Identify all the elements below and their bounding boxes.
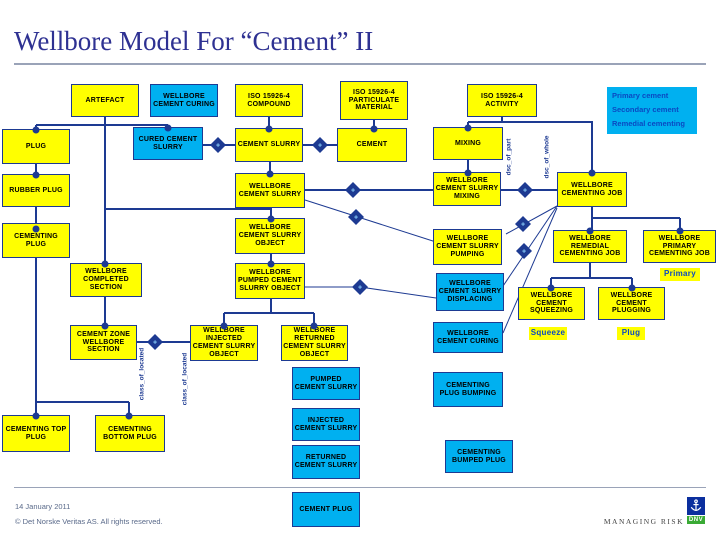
title-divider	[14, 63, 706, 65]
node-cementing-plug-bumping: CEMENTING PLUG BUMPING	[433, 372, 503, 407]
svg-text:+: +	[358, 285, 362, 292]
node-wellbore-cement-slurry-object: WELLBORE CEMENT SLURRY OBJECT	[235, 218, 305, 254]
node-cementing-bottom-plug: CEMENTING BOTTOM PLUG	[95, 415, 165, 452]
svg-text:+: +	[523, 188, 527, 195]
node-wellbore-cement-squeezing: WELLBORE CEMENT SQUEEZING	[518, 287, 585, 320]
node-wellbore-cement-plugging: WELLBORE CEMENT PLUGGING	[598, 287, 665, 320]
relationship-diamond-icon: +	[352, 279, 368, 295]
copyright-text: © Det Norske Veritas AS. All rights rese…	[15, 517, 163, 526]
node-iso-particulate-material: ISO 15926-4 PARTICULATE MATERIAL	[340, 81, 408, 120]
svg-text:+: +	[351, 188, 355, 195]
tag-plug: Plug	[617, 327, 645, 340]
node-cementing-top-plug: CEMENTING TOP PLUG	[2, 415, 70, 452]
managing-risk-label: MANAGING RISK	[603, 517, 684, 526]
node-wellbore-cement-slurry: WELLBORE CEMENT SLURRY	[235, 173, 305, 208]
node-wellbore-remedial-cementing-job: WELLBORE REMEDIAL CEMENTING JOB	[553, 230, 627, 263]
relationship-diamond-icon: +	[516, 243, 532, 259]
legend-item: Primary cement	[612, 91, 669, 100]
anchor-icon	[687, 497, 705, 515]
node-iso-compound: ISO 15926-4 COMPOUND	[235, 84, 303, 117]
node-cement-plug: CEMENT PLUG	[292, 492, 360, 527]
svg-text:+: +	[318, 143, 322, 150]
tag-primary: Primary	[660, 268, 700, 281]
node-plug: PLUG	[2, 129, 70, 164]
relationship-diamond-icon: +	[348, 209, 364, 225]
node-mixing: MIXING	[433, 127, 503, 160]
node-wellbore-pumped-cement-slurry-object: WELLBORE PUMPED CEMENT SLURRY OBJECT	[235, 263, 305, 299]
svg-text:+: +	[354, 215, 358, 222]
relationship-diamond-icon: +	[517, 182, 533, 198]
node-pumped-cement-slurry: PUMPED CEMENT SLURRY	[292, 367, 360, 400]
node-wellbore-cement-slurry-mixing: WELLBORE CEMENT SLURRY MIXING	[433, 172, 501, 206]
legend-item: Remedial cementing	[612, 119, 685, 128]
relationship-diamond-icon: +	[515, 216, 531, 232]
svg-text:+: +	[522, 249, 526, 256]
svg-text:+: +	[153, 340, 157, 347]
node-wellbore-primary-cementing-job: WELLBORE PRIMARY CEMENTING JOB	[643, 230, 716, 263]
node-wellbore-cementing-job: WELLBORE CEMENTING JOB	[557, 172, 627, 207]
node-cementing-bumped-plug: CEMENTING BUMPED PLUG	[445, 440, 513, 473]
footer-divider	[14, 487, 706, 488]
dnv-logo: DNV	[687, 497, 705, 524]
node-wellbore-cement-slurry-pumping: WELLBORE CEMENT SLURRY PUMPING	[433, 229, 502, 265]
node-cementing-plug: CEMENTING PLUG	[2, 223, 70, 258]
node-rubber-plug: RUBBER PLUG	[2, 174, 70, 207]
relationship-diamond-icon: +	[312, 137, 328, 153]
node-returned-cement-slurry: RETURNED CEMENT SLURRY	[292, 445, 360, 479]
relationship-diamond-icon: +	[210, 137, 226, 153]
edge-label-class-of-located-2: class_of_located	[181, 352, 189, 406]
node-wellbore-cement-curing-class: WELLBORE CEMENT CURING	[150, 84, 218, 117]
node-wellbore-returned-cement-slurry-object: WELLBORE RETURNED CEMENT SLURRY OBJECT	[281, 325, 348, 361]
node-cement-slurry: CEMENT SLURRY	[235, 128, 303, 162]
page-title: Wellbore Model For “Cement” II	[14, 26, 374, 56]
dnv-logo-text: DNV	[687, 516, 705, 524]
node-wellbore-injected-cement-slurry-object: WELLBORE INJECTED CEMENT SLURRY OBJECT	[190, 325, 258, 361]
node-cured-cement-slurry: CURED CEMENT SLURRY	[133, 127, 203, 160]
node-artefact: ARTEFACT	[71, 84, 139, 117]
node-wellbore-cement-slurry-displacing: WELLBORE CEMENT SLURRY DISPLACING	[436, 273, 504, 311]
relationship-diamond-icon: +	[345, 182, 361, 198]
node-iso-activity: ISO 15926-4 ACTIVITY	[467, 84, 537, 117]
edge-label-dsc-of-part: dsc_of_part	[505, 138, 513, 176]
tag-squeeze: Squeeze	[529, 327, 567, 340]
node-wellbore-completed-section: WELLBORE COMPLETED SECTION	[70, 263, 142, 297]
svg-text:+: +	[521, 222, 525, 229]
legend-item: Secondary cement	[612, 105, 679, 114]
edge-label-dsc-of-whole: dsc_of_whole	[543, 135, 551, 179]
node-cement-zone-wellbore-section: CEMENT ZONE WELLBORE SECTION	[70, 325, 137, 360]
svg-text:+: +	[216, 143, 220, 150]
relationship-diamond-icon: +	[147, 334, 163, 350]
node-cement: CEMENT	[337, 128, 407, 162]
node-wellbore-cement-curing: WELLBORE CEMENT CURING	[433, 322, 503, 353]
slide-date: 14 January 2011	[15, 502, 71, 511]
edge-label-class-of-located-1: class_of_located	[138, 347, 146, 401]
node-injected-cement-slurry: INJECTED CEMENT SLURRY	[292, 408, 360, 441]
